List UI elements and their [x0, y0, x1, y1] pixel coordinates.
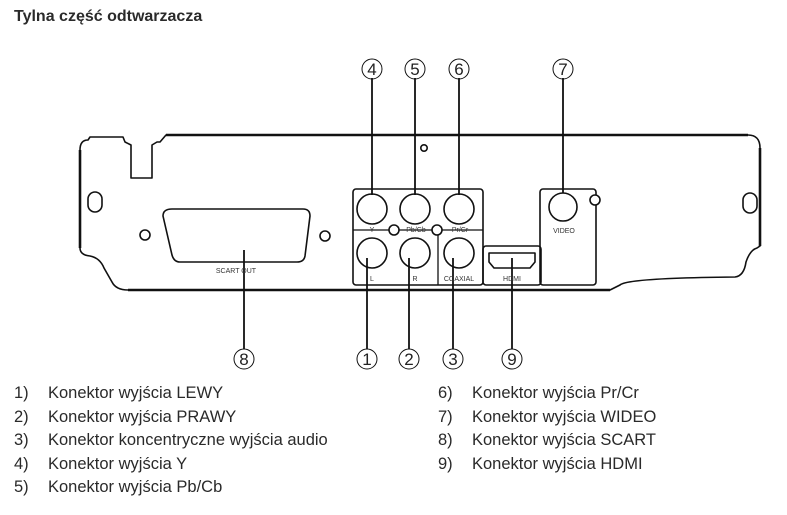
label-scart-out: SCART OUT	[216, 268, 257, 275]
callout-3: 3	[448, 350, 457, 369]
small-ground	[388, 224, 400, 236]
rca-r	[399, 237, 431, 269]
legend-item: 3)Konektor koncentryczne wyjścia audio	[14, 431, 328, 449]
mount-hole-right	[742, 192, 758, 214]
screw-hole	[319, 230, 331, 242]
legend-left: 1)Konektor wyjścia LEWY 2)Konektor wyjśc…	[14, 382, 328, 500]
rca-video	[548, 192, 578, 222]
mount-hole-left	[87, 191, 103, 213]
page-title: Tylna część odtwarzacza	[14, 8, 203, 25]
legend-item: 4)Konektor wyjścia Y	[14, 454, 188, 473]
label-coaxial: COAXIAL	[444, 276, 474, 283]
scart-connector	[162, 208, 311, 263]
legend-item: 6)Konektor wyjścia Pr/Cr	[438, 384, 639, 402]
callout-6: 6	[454, 60, 463, 79]
hdmi-connector	[488, 252, 536, 269]
video-box	[539, 188, 597, 286]
small-ground	[431, 224, 443, 236]
legend-item: 1)Konektor wyjścia LEWY	[14, 384, 224, 402]
callout-9: 9	[507, 350, 516, 369]
rca-l	[356, 237, 388, 269]
legend-right: 6)Konektor wyjścia Pr/Cr 7)Konektor wyjś…	[438, 382, 656, 476]
label-prcr: Pr/Cr	[452, 227, 469, 234]
legend-item: 9)Konektor wyjścia HDMI	[438, 454, 643, 473]
callout-8: 8	[239, 350, 248, 369]
chassis-outline	[79, 134, 761, 291]
label-hdmi: HDMI	[503, 276, 521, 283]
legend-item: 5)Konektor wyjścia Pb/Cb	[14, 478, 223, 496]
legend-item: 7)Konektor wyjścia WIDEO	[438, 407, 657, 426]
screw-hole	[139, 229, 151, 241]
rca-group-box	[352, 188, 484, 286]
label-l: L	[370, 276, 374, 283]
label-video: VIDEO	[553, 228, 575, 235]
callout-2: 2	[404, 350, 413, 369]
rca-coaxial	[443, 237, 475, 269]
callout-1: 1	[362, 350, 371, 369]
screw-hole	[419, 144, 428, 153]
rca-y	[356, 193, 388, 225]
callout-4: 4	[367, 60, 376, 79]
legend-item: 8)Konektor wyjścia SCART	[438, 431, 657, 449]
callout-5: 5	[410, 60, 419, 79]
label-r: R	[412, 276, 417, 283]
rca-prcr	[443, 193, 475, 225]
rca-pbcb	[399, 193, 431, 225]
callout-7: 7	[558, 60, 567, 79]
legend-item: 2)Konektor wyjścia PRAWY	[14, 407, 237, 426]
small-ground	[589, 194, 601, 206]
label-pbcb: Pb/Cb	[406, 227, 426, 234]
rear-panel-diagram: SCART OUT Y Pb/Cb Pr/Cr L R COAXIAL HDMI…	[78, 58, 762, 370]
label-y: Y	[370, 227, 375, 234]
